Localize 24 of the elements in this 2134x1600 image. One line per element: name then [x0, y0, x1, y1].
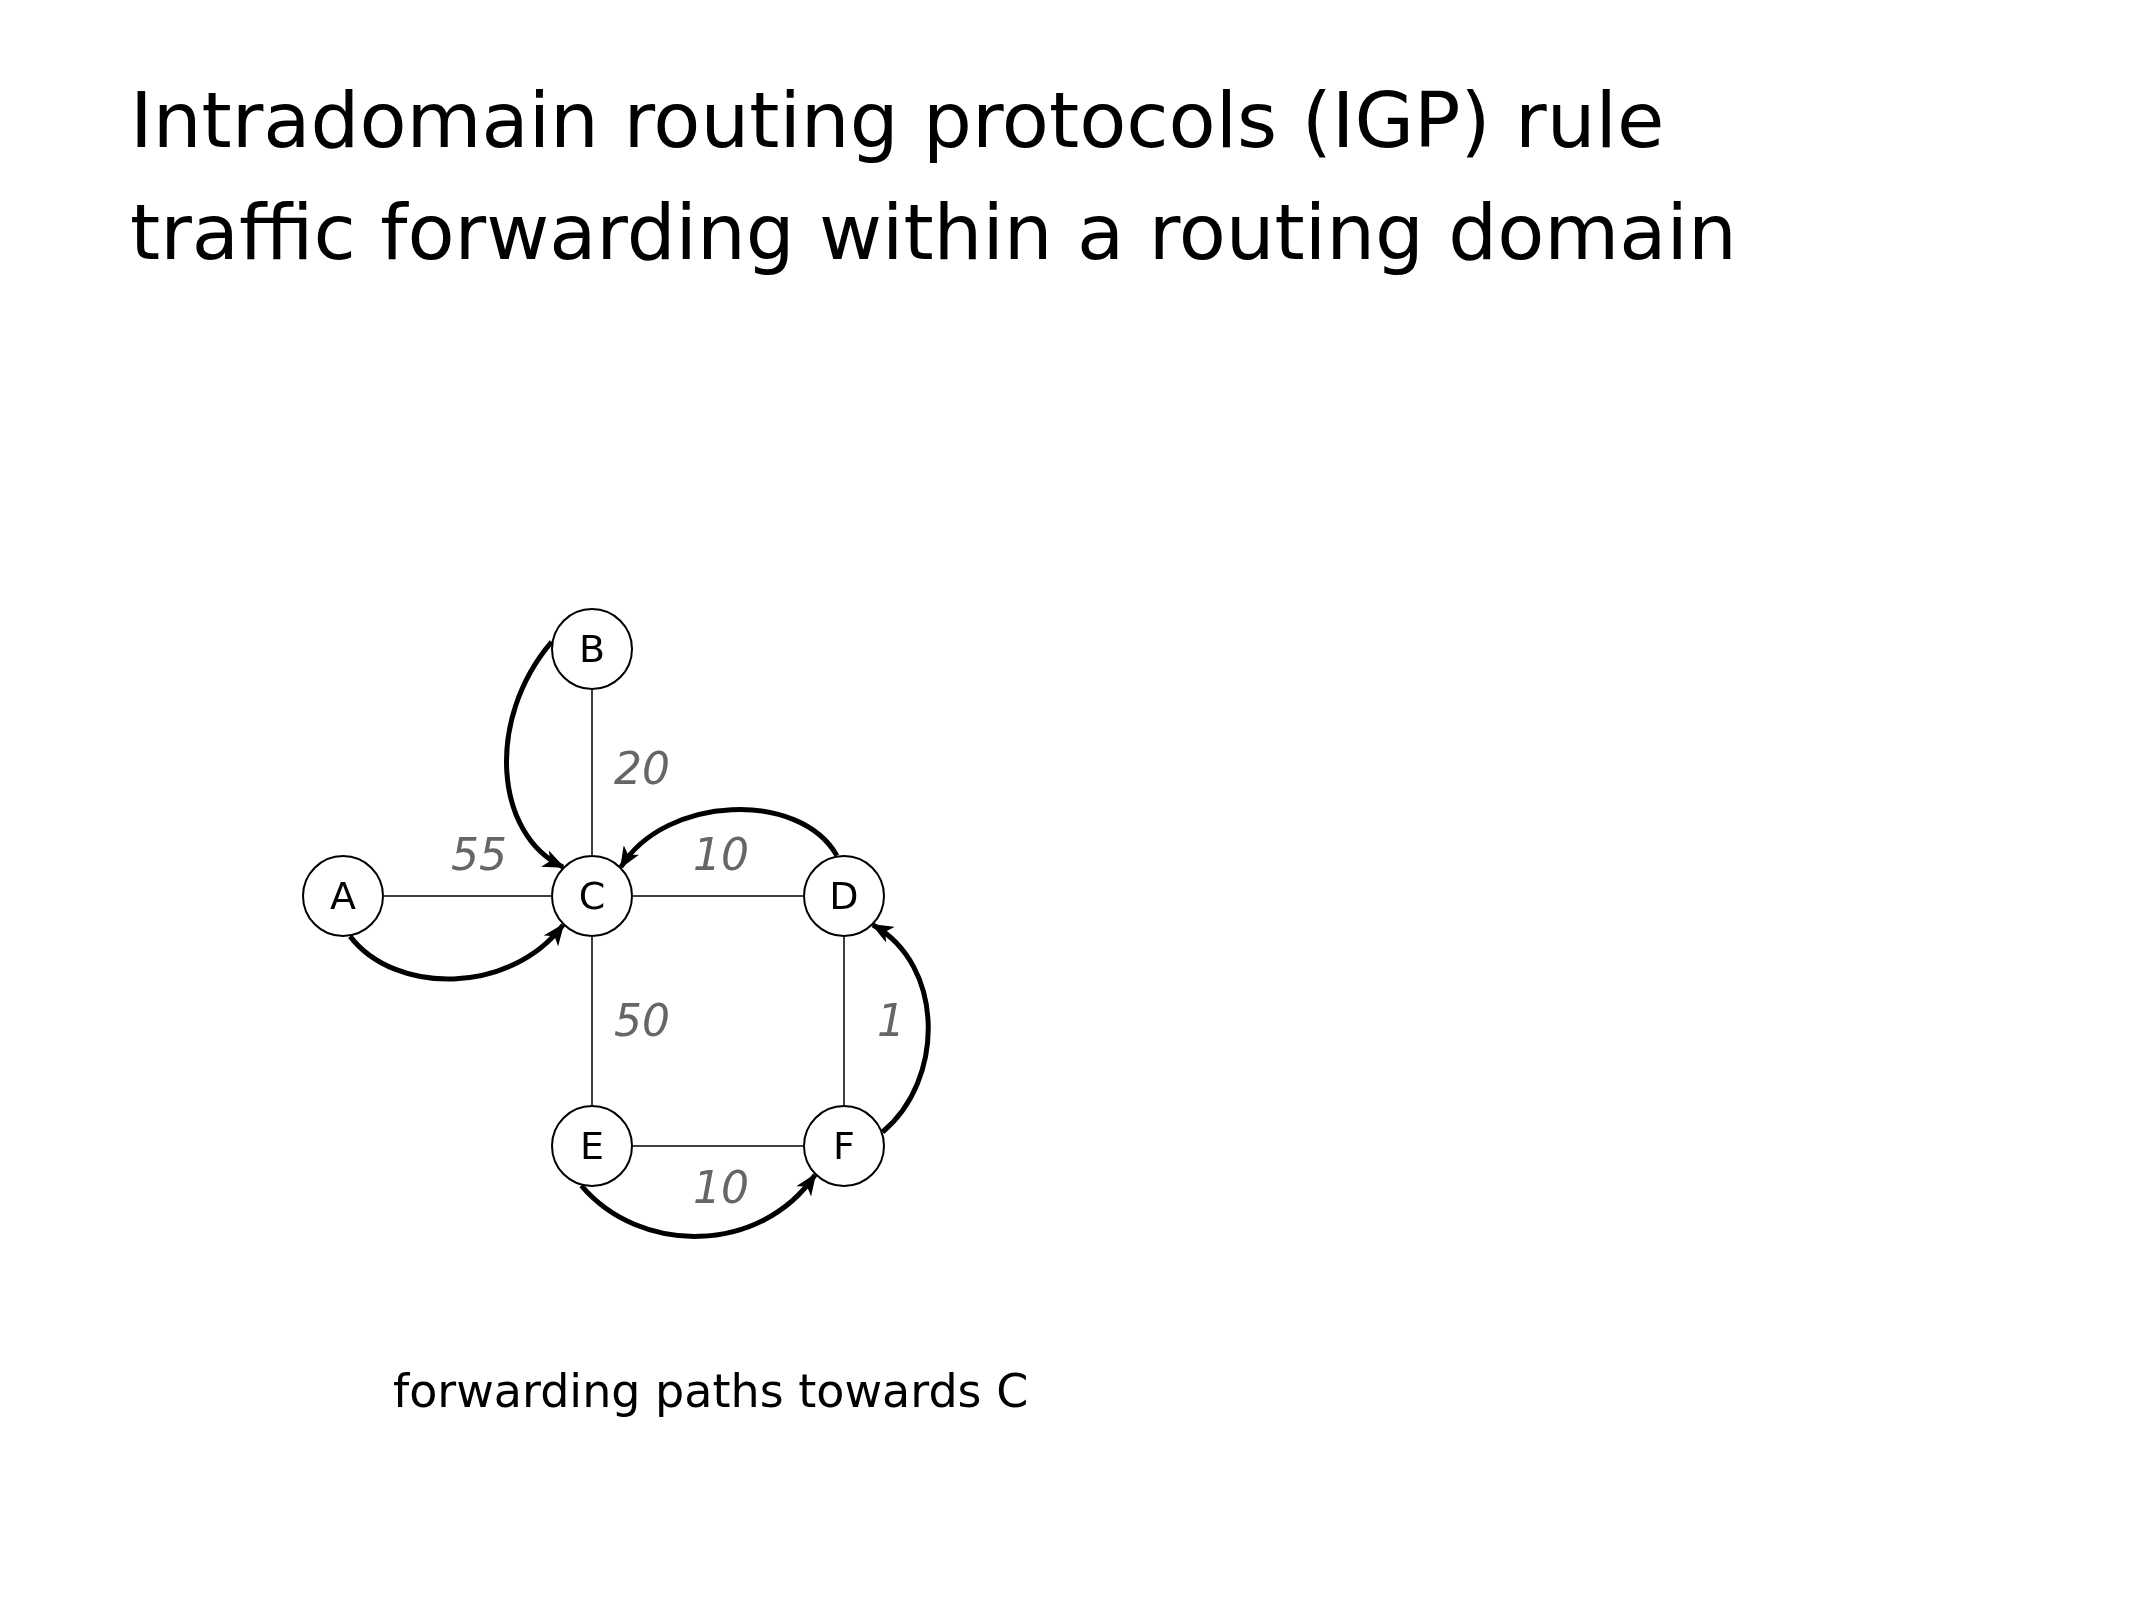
link-line [632, 1145, 804, 1147]
edge-label: 1 [877, 999, 905, 1043]
edge-label: 50 [614, 999, 670, 1043]
title: Intradomain routing protocols (IGP) rule traffic forwarding within a routing domain [130, 75, 1738, 279]
link-line [591, 936, 593, 1106]
link-line [843, 936, 845, 1106]
forwarding-arrow [871, 922, 931, 1134]
forwarding-arrow [504, 640, 565, 870]
router-node: D [803, 855, 885, 937]
link-line [383, 895, 552, 897]
edge-label: 55 [451, 833, 507, 877]
forwarding-arrow [348, 923, 565, 982]
router-node: F [803, 1105, 885, 1187]
forwarding-arrow [579, 1173, 817, 1239]
router-node: A [302, 855, 384, 937]
router-node: C [551, 855, 633, 937]
link-line [632, 895, 804, 897]
forwarding-arrow [619, 807, 839, 869]
link-line [591, 689, 593, 856]
edge-label: 20 [614, 747, 670, 791]
edge-label: 10 [693, 833, 749, 877]
router-node: B [551, 608, 633, 690]
edge-label: 10 [693, 1166, 749, 1210]
router-node: E [551, 1105, 633, 1187]
